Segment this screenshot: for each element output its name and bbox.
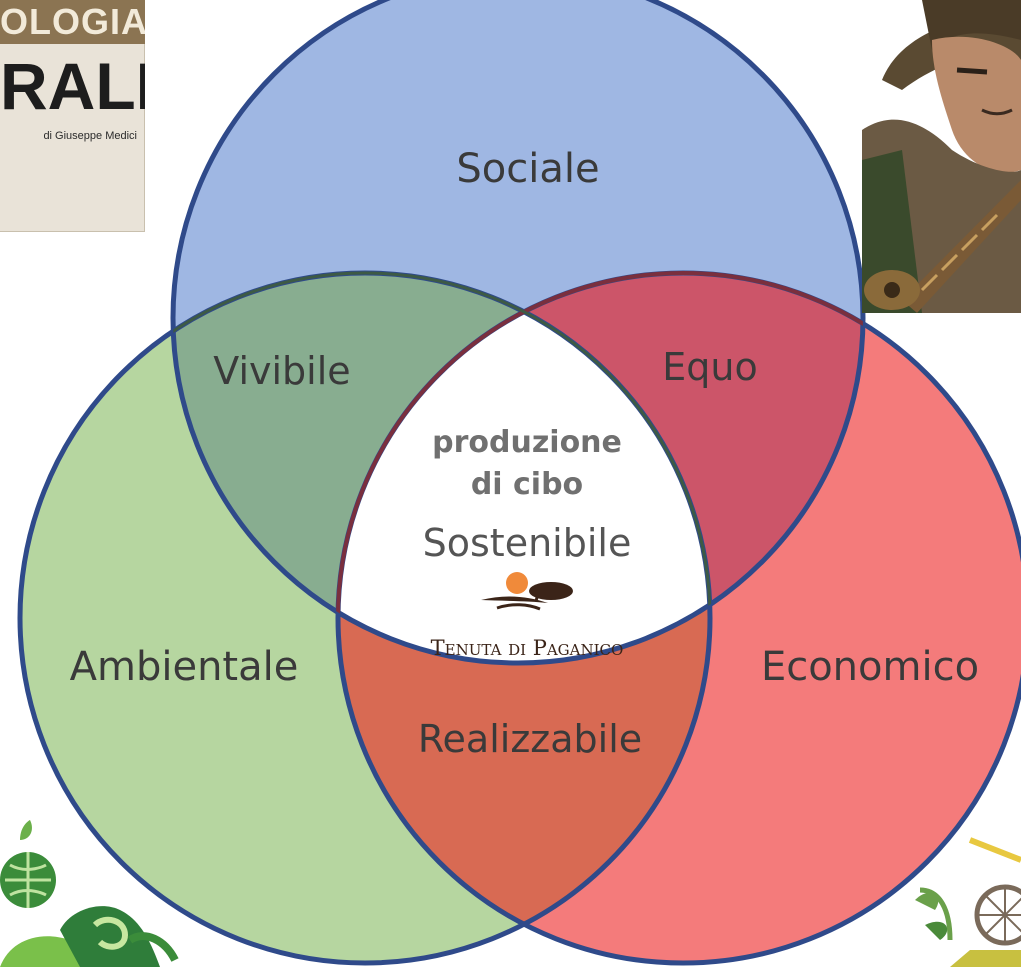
character-illustration-image <box>862 0 1021 313</box>
book-cover-image: OLOGIA RALE di Giuseppe Medici <box>0 0 145 232</box>
label-ambientale: Ambientale <box>70 644 299 690</box>
center-produzione: produzione <box>432 425 622 460</box>
book-title-top: OLOGIA <box>0 0 145 44</box>
center-region <box>338 273 710 663</box>
book-author: di Giuseppe Medici <box>43 130 137 142</box>
globe-leaf-decoration-icon <box>0 820 179 967</box>
center-sostenibile: Sostenibile <box>423 521 632 565</box>
label-economico: Economico <box>761 644 979 690</box>
plant-wheel-decoration-icon <box>915 837 1021 967</box>
center-di-cibo: di cibo <box>471 467 583 502</box>
book-title-main: RALE <box>0 49 145 123</box>
label-sociale: Sociale <box>456 146 599 192</box>
label-equo: Equo <box>662 345 757 389</box>
label-realizzabile: Realizzabile <box>418 717 642 761</box>
tenuta-logo-text: Tenuta di Paganico <box>431 636 624 660</box>
outline-sociale <box>170 0 866 666</box>
tenuta-logo-icon <box>481 572 573 611</box>
label-vivibile: Vivibile <box>213 349 350 393</box>
